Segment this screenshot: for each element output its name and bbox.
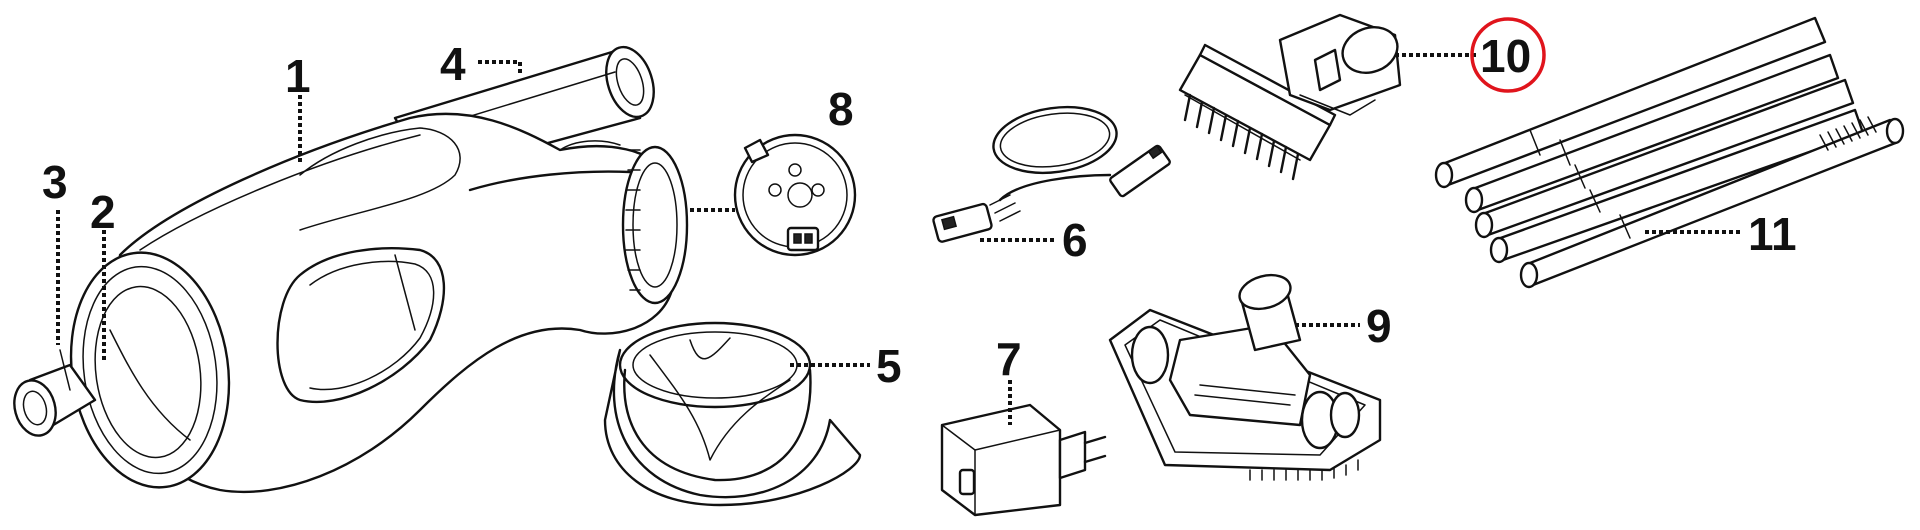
leader-lines: [56, 53, 1740, 425]
callout-3: 3: [42, 156, 68, 208]
callout-7: 7: [996, 333, 1022, 385]
leader-4: [478, 60, 522, 75]
callout-4: 4: [440, 38, 466, 90]
charger-adapter: [940, 403, 1107, 517]
callout-11: 11: [1748, 208, 1797, 260]
callout-1: 1: [285, 50, 311, 102]
callout-labels: 1 2 3 4 5 6 7 8 9 10 11: [42, 17, 1797, 392]
usb-cable: [932, 105, 1171, 243]
head-bristles: [1249, 459, 1359, 481]
callout-6: 6: [1062, 214, 1088, 266]
callout-5: 5: [876, 340, 902, 392]
callout-8: 8: [828, 83, 854, 135]
callout-10: 10: [1480, 30, 1531, 82]
extension-poles: [1434, 16, 1905, 289]
pole-thread: [1819, 116, 1877, 151]
brush-head: [1178, 13, 1402, 181]
highlight-ring-10: [1470, 17, 1546, 93]
vacuum-body: [13, 45, 689, 494]
triangular-head: [1108, 273, 1382, 481]
brush-bristles: [1183, 93, 1300, 181]
motor-disc: [733, 133, 857, 257]
filter-bag: [603, 321, 862, 507]
head-wheels: [1130, 325, 1361, 450]
callout-2: 2: [90, 186, 116, 238]
callout-9: 9: [1366, 300, 1392, 352]
